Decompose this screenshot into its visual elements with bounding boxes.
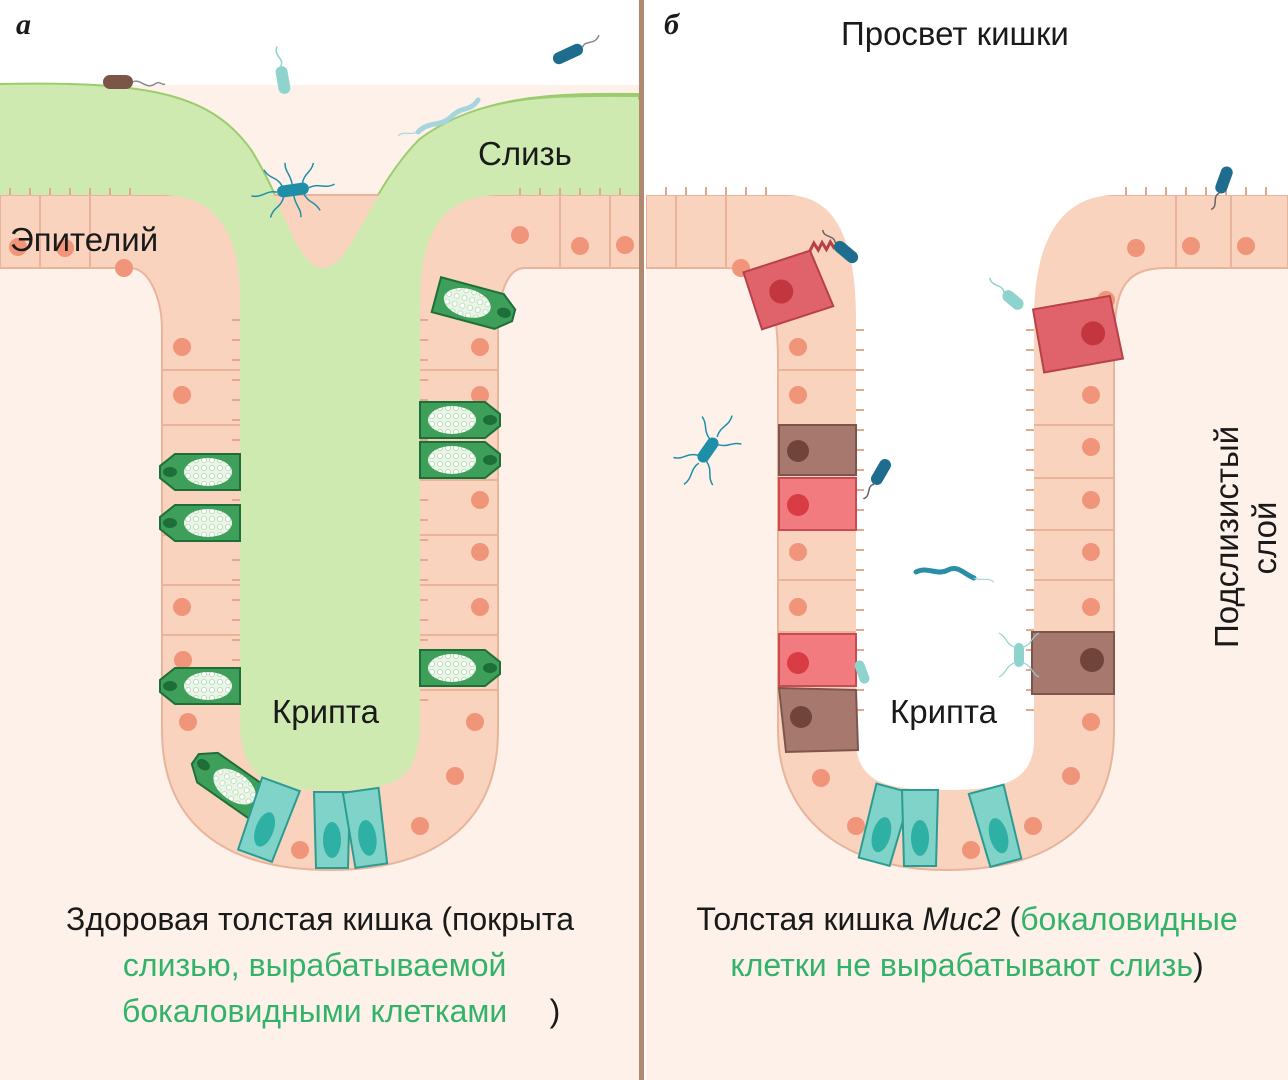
caption-healthy-text: Здоровая толстая кишка (покрыта	[65, 901, 575, 937]
stem-cell	[900, 789, 940, 867]
bacterium	[275, 46, 291, 94]
stem-cell	[341, 786, 389, 869]
bacterium	[251, 162, 335, 218]
bacterium	[822, 229, 859, 264]
panel-letter-a: а	[16, 8, 31, 41]
bacterium	[673, 415, 742, 486]
caption-healthy-green: слизью, вырабатываемой бокаловидными кле…	[122, 947, 508, 1029]
panel-divider	[639, 0, 644, 1080]
goblet-cell	[430, 276, 517, 330]
panel-letter-b: б	[664, 8, 679, 41]
caption-muc2: Толстая кишка Muc2 (бокаловидные клетки …	[656, 896, 1278, 988]
stem-cells-b	[857, 782, 1023, 869]
goblet-cell	[159, 453, 241, 491]
caption-muc2-text: Толстая кишка	[696, 901, 923, 937]
goblet-cell	[419, 401, 501, 439]
bacterium	[1210, 166, 1233, 211]
damaged-cell-red	[778, 633, 857, 687]
bacterium	[913, 566, 995, 583]
muc2-colon-diagram	[646, 0, 1288, 1080]
damaged-cell-brown	[778, 424, 857, 476]
caption-muc2-gene: Muc2	[922, 901, 1001, 937]
stem-cell	[967, 783, 1023, 869]
bacterium	[854, 660, 870, 684]
caption-muc2-green: бокаловидные клетки не вырабатывают слиз…	[730, 901, 1238, 983]
submucosa-label-line2: слой	[1246, 501, 1283, 575]
mucus-label: Слизь	[478, 135, 572, 172]
caption-healthy: Здоровая толстая кишка (покрыта слизью, в…	[20, 896, 620, 1034]
damaged-cell-red	[742, 238, 836, 331]
damaged-cell-brown	[1031, 631, 1115, 695]
bacterium	[989, 277, 1024, 310]
bacterium	[552, 34, 600, 65]
crypt-label-a: Крипта	[272, 693, 379, 730]
caption-muc2-close: )	[1193, 947, 1204, 983]
goblet-cell	[159, 667, 241, 705]
healthy-colon-diagram	[0, 0, 640, 1080]
bacteria-b	[673, 166, 1233, 684]
bacterium	[103, 75, 166, 89]
damaged-cells	[742, 238, 1125, 754]
lumen-label: Просвет кишки	[841, 15, 1069, 52]
stem-cell	[857, 782, 913, 868]
lumen-area	[0, 0, 640, 85]
stem-cells	[236, 776, 389, 869]
damaged-cell-brown	[777, 686, 860, 754]
crypt-lumen-b	[646, 0, 1288, 790]
cell-nuclei-b	[732, 237, 1255, 859]
goblet-cell	[419, 649, 501, 687]
goblet-cell	[159, 504, 241, 542]
damaged-cell-red	[778, 477, 857, 531]
bacterium	[998, 632, 1040, 678]
crypt-mucus	[0, 84, 640, 791]
goblet-cell	[190, 751, 273, 822]
caption-healthy-close: )	[549, 993, 561, 1029]
bacteria	[103, 34, 600, 218]
stem-cell	[236, 776, 302, 864]
bacterium	[397, 97, 481, 137]
bacterium	[862, 459, 891, 500]
submucosa-label-line1: Подслизистый	[1208, 425, 1245, 648]
epithelium-label: Эпителий	[10, 221, 159, 258]
goblet-cell	[419, 441, 501, 479]
caption-muc2-open: (	[1000, 901, 1021, 937]
stem-cell	[312, 791, 352, 869]
goblet-cells	[159, 276, 517, 822]
panel-healthy-colon: а Слизь Эпителий Крипта Здоровая толстая…	[0, 0, 640, 1080]
crypt-label-b: Крипта	[890, 693, 997, 730]
damaged-cell-red	[1031, 294, 1125, 374]
